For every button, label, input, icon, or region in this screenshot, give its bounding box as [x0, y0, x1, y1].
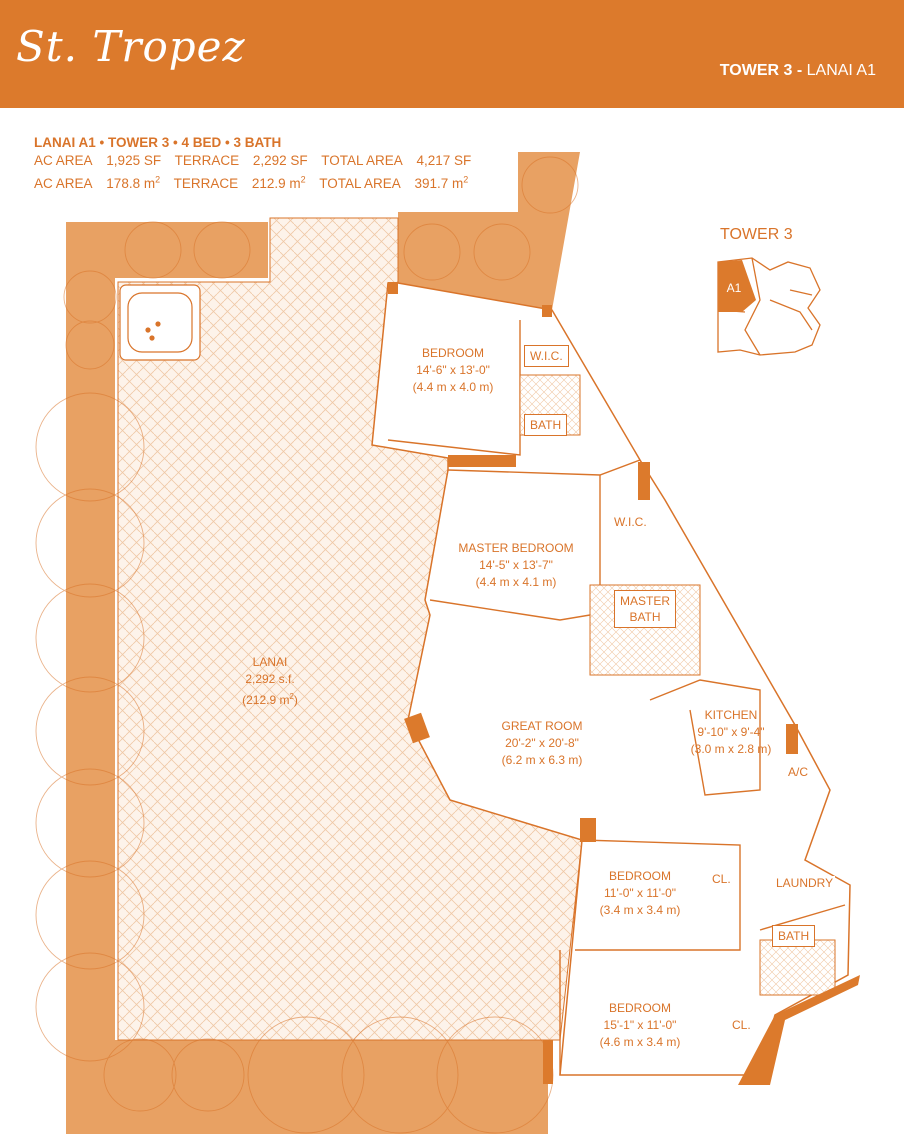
unit-info: LANAI A1 • TOWER 3 • 4 BED • 3 BATH AC A… [34, 134, 481, 193]
room-dims: 20'-2" x 20'-8" [505, 736, 579, 750]
kitchen-label: KITCHEN 9'-10" x 9'-4" (3.0 m x 2.8 m) [691, 707, 772, 758]
room-metric: (4.4 m x 4.0 m) [412, 380, 494, 394]
room-name: BEDROOM [608, 869, 671, 883]
header-band: St. Tropez TOWER 3 - LANAI A1 [0, 0, 904, 108]
bath2-floor [759, 939, 836, 996]
hot-tub [119, 284, 201, 361]
ac-area-value: 1,925 SF [106, 153, 162, 168]
columns [388, 282, 860, 1085]
bath-2-label: BATH [772, 925, 816, 947]
title-unit: LANAI A1 [802, 62, 876, 79]
title-tower: TOWER 3 - [719, 62, 803, 79]
area-m2-row: AC AREA 178.8 m2 TERRACE 212.9 m2 TOTAL … [34, 170, 481, 193]
terrace-value-m2: 212.9 m2 [251, 174, 306, 191]
room-dims: 11'-0" x 11'-0" [603, 886, 677, 900]
bath-1-label: BATH [524, 414, 568, 436]
total-area-value-m2: 391.7 m2 [414, 174, 469, 191]
metric-close: ) [293, 693, 298, 707]
room-name: LANAI [252, 655, 288, 669]
total-m2-num: 391.7 m [414, 175, 464, 191]
bedroom-2-label: BEDROOM 11'-0" x 11'-0" (3.4 m x 3.4 m) [600, 868, 681, 919]
sup-2: 2 [463, 174, 469, 184]
terrace-border [66, 222, 548, 1134]
great-room-label: GREAT ROOM 20'-2" x 20'-8" (6.2 m x 6.3 … [502, 718, 583, 769]
room-metric: (212.9 m2) [242, 688, 298, 709]
sup-2: 2 [300, 174, 306, 184]
sup-2: 2 [155, 174, 161, 184]
wic-2-label: W.I.C. [612, 515, 649, 529]
room-dims: 14'-6" x 13'-0" [416, 363, 490, 377]
ac-area-label: AC AREA [34, 153, 93, 168]
master-bath-label: MASTER BATH [614, 590, 677, 628]
room-dims: 14'-5" x 13'-7" [479, 558, 553, 572]
closet-2-label: CL. [730, 1018, 753, 1032]
terrace-value: 2,292 SF [252, 153, 308, 168]
room-dims: 9'-10" x 9'-4" [697, 725, 765, 739]
terrace-label-m2: TERRACE [173, 175, 239, 191]
room-name: BEDROOM [421, 346, 484, 360]
key-plan-unit [718, 260, 756, 312]
room-metric: (4.4 m x 4.1 m) [475, 575, 557, 589]
total-area-label-m2: TOTAL AREA [319, 175, 401, 191]
brand-logo: St. Tropez [16, 22, 246, 71]
ac-closet-label: A/C [786, 765, 811, 779]
keyplan-unit-label: A1 [726, 281, 742, 295]
laundry-label: LAUNDRY [774, 876, 836, 890]
wic-1-label: W.I.C. [524, 345, 569, 367]
bedroom-1-label: BEDROOM 14'-6" x 13'-0" (4.4 m x 4.0 m) [413, 345, 494, 396]
closet-1-label: CL. [710, 872, 733, 886]
room-name: BEDROOM [608, 1001, 671, 1015]
room-metric: (3.0 m x 2.8 m) [690, 742, 772, 756]
metric-num: (212.9 m [242, 693, 290, 707]
room-metric: (3.4 m x 3.4 m) [599, 903, 681, 917]
terrace-label: TERRACE [174, 153, 240, 168]
room-metric: (4.6 m x 3.4 m) [599, 1035, 681, 1049]
master-bedroom-label: MASTER BEDROOM 14'-5" x 13'-7" (4.4 m x … [458, 540, 573, 591]
unit-headline: LANAI A1 • TOWER 3 • 4 BED • 3 BATH [34, 135, 282, 150]
area-sf-row: AC AREA 1,925 SF TERRACE 2,292 SF TOTAL … [34, 152, 481, 170]
lanai-label: LANAI 2,292 s.f. (212.9 m2) [242, 654, 298, 709]
room-dims: 2,292 s.f. [245, 672, 295, 686]
master-bath-line2: BATH [629, 610, 661, 624]
tree-canopies [35, 156, 579, 1134]
room-name: MASTER BEDROOM [458, 541, 574, 555]
room-name: KITCHEN [704, 708, 758, 722]
ac-area-value-m2: 178.8 m2 [106, 174, 161, 191]
room-dims: 15'-1" x 11'-0" [603, 1018, 677, 1032]
bedroom-3-label: BEDROOM 15'-1" x 11'-0" (4.6 m x 3.4 m) [600, 1000, 681, 1051]
room-name: GREAT ROOM [501, 719, 583, 733]
keyplan-title: TOWER 3 [720, 226, 793, 243]
room-metric: (6.2 m x 6.3 m) [501, 753, 583, 767]
total-area-label: TOTAL AREA [321, 153, 403, 168]
ac-area-m2-num: 178.8 m [106, 175, 156, 191]
total-area-value: 4,217 SF [416, 153, 472, 168]
master-bath-line1: MASTER [620, 594, 671, 608]
terrace-m2-num: 212.9 m [251, 175, 301, 191]
ac-area-label-m2: AC AREA [34, 175, 93, 191]
page-title: TOWER 3 - LANAI A1 [720, 62, 876, 80]
sup-2: 2 [289, 692, 294, 701]
terrace-corner [398, 152, 580, 310]
